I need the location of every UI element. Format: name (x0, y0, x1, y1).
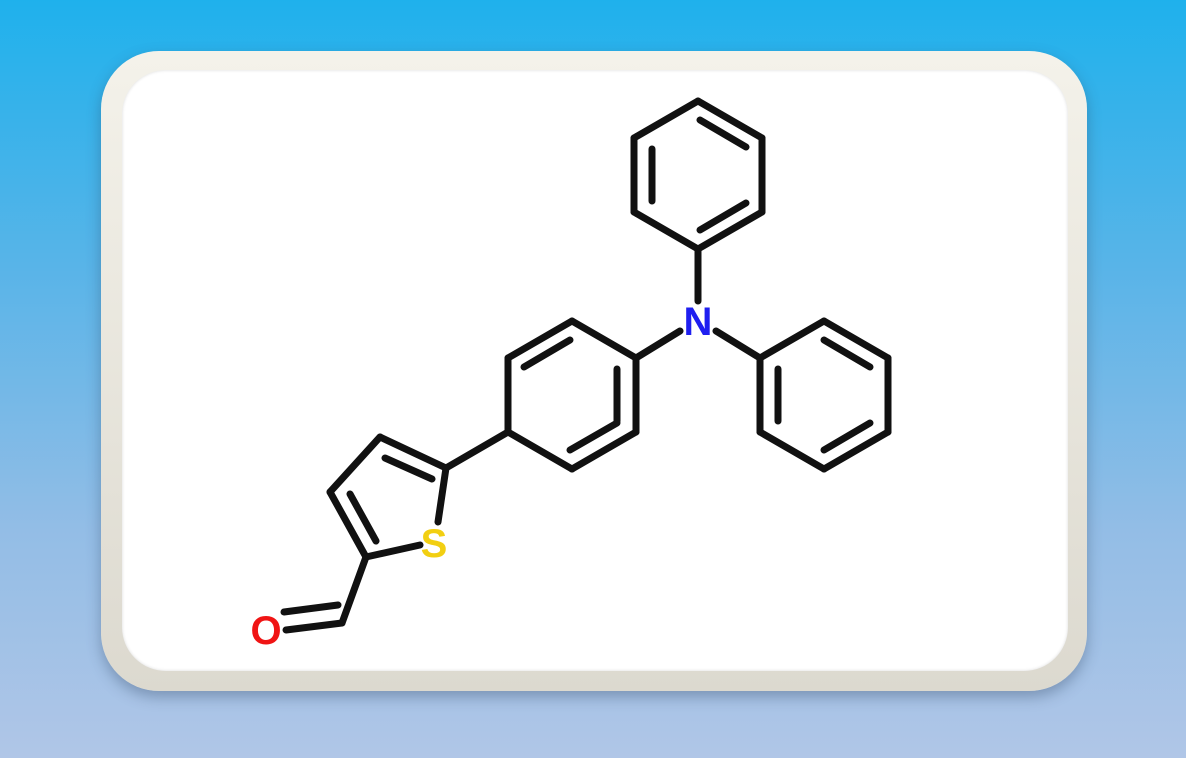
bond-inner (566, 419, 621, 454)
bond (694, 97, 766, 142)
bond (756, 317, 828, 362)
bond-inner (820, 419, 874, 454)
bond (694, 208, 766, 253)
bond (326, 488, 370, 561)
structure-card (122, 70, 1068, 671)
bond (756, 428, 828, 473)
bond (712, 327, 764, 362)
bond (442, 428, 512, 472)
bond-inner (381, 454, 436, 483)
bond (820, 317, 892, 362)
bond (338, 553, 370, 627)
bond (280, 601, 342, 616)
bond (282, 619, 346, 634)
bond (630, 208, 702, 253)
bond-inner (696, 116, 750, 151)
bond-inner (520, 336, 574, 371)
card-frame (101, 51, 1087, 691)
bond (504, 428, 576, 473)
oxygen-label: O (250, 609, 281, 653)
bond (362, 541, 424, 561)
bond (504, 317, 576, 362)
bond-inner (820, 336, 874, 371)
bond (820, 428, 892, 473)
bond-inner (696, 199, 750, 234)
bond (632, 327, 684, 362)
sulfur-label: S (421, 522, 448, 566)
bond (568, 428, 640, 473)
bond (376, 433, 450, 472)
bond-layer (280, 97, 892, 634)
nitrogen-label: N (684, 300, 713, 344)
bond (630, 97, 702, 142)
bond (434, 464, 450, 526)
bond-inner (346, 490, 380, 545)
bond (326, 433, 384, 496)
bond (568, 317, 640, 362)
